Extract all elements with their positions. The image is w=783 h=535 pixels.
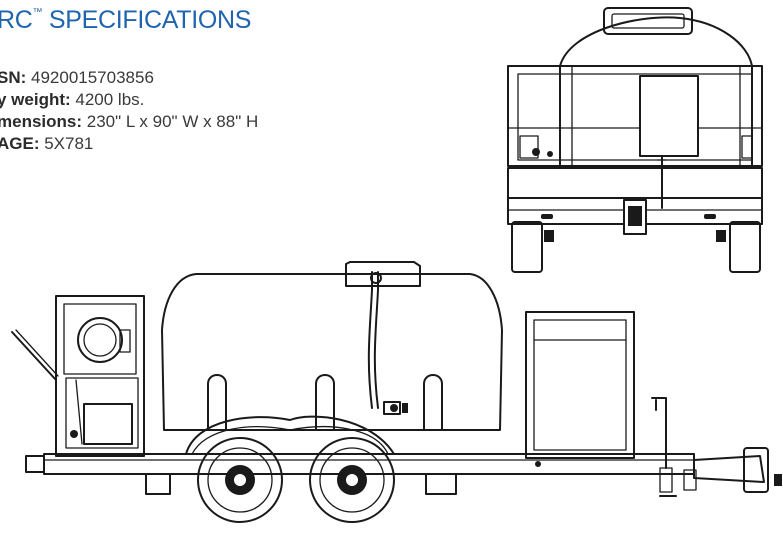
title-prefix: RC (0, 6, 33, 34)
spec-list: SN: 4920015703856 y weight: 4200 lbs. me… (0, 67, 258, 155)
spec-label: SN: (0, 68, 27, 87)
spec-label: mensions: (0, 112, 83, 131)
spec-value: 4920015703856 (26, 68, 154, 87)
spec-row-weight: y weight: 4200 lbs. (0, 89, 258, 111)
spec-value: 4200 lbs. (70, 90, 145, 109)
spec-value: 5X781 (39, 134, 94, 153)
spec-row-cage: AGE: 5X781 (0, 133, 258, 155)
page-title: RC™ SPECIFICATIONS (0, 6, 251, 35)
spec-row-dimensions: mensions: 230" L x 90" W x 88" H (0, 111, 258, 133)
title-suffix: SPECIFICATIONS (42, 6, 252, 34)
spec-label: AGE: (0, 134, 40, 153)
spec-row-sn: SN: 4920015703856 (0, 67, 258, 89)
spec-value: 230" L x 90" W x 88" H (82, 112, 259, 131)
trademark-mark: ™ (32, 6, 43, 18)
spec-label: y weight: (0, 90, 71, 109)
